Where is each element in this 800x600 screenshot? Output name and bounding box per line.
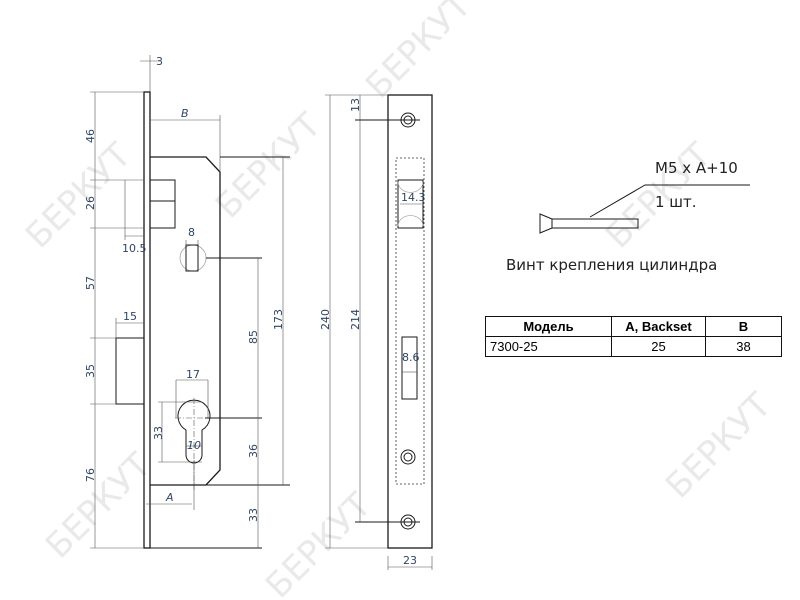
dim-latch-projection: 10.5 — [122, 242, 147, 255]
dim-bolt-to-bottom: 76 — [84, 468, 97, 482]
watermark-logo: БЕРКУТ — [358, 0, 479, 106]
dim-cylinder-slot: 10 — [187, 439, 201, 452]
watermark-logo: БЕРКУТ — [658, 385, 779, 506]
header-b: B — [705, 316, 782, 337]
header-backset: A, Backset — [611, 316, 706, 337]
dim-cylinder-width: 17 — [186, 368, 200, 381]
dim-width: 23 — [403, 554, 417, 567]
dim-backset-b: B — [181, 107, 189, 120]
dim-latch-to-bolt: 57 — [84, 276, 97, 290]
table-row: 7300-25 25 38 — [485, 336, 782, 357]
dim-total-height: 240 — [319, 309, 332, 330]
latch-window — [397, 179, 424, 229]
dim-backset-a: A — [165, 491, 174, 504]
dim-body-height: 173 — [272, 309, 285, 330]
watermarks: БЕРКУТ БЕРКУТ БЕРКУТ БЕРКУТ БЕРКУТ БЕРКУ… — [18, 0, 779, 600]
dim-bolt-window: 8.6 — [402, 351, 420, 364]
dim-bolt-projection: 15 — [123, 310, 137, 323]
dim-cylinder-to-body: 36 — [247, 444, 260, 458]
dim-top-offset: 13 — [349, 98, 362, 112]
dim-latch-height: 26 — [84, 196, 97, 210]
screw-head — [539, 213, 553, 234]
spindle-hole — [179, 244, 207, 272]
lock-dimension-labels: 3 46 26 10.5 57 15 35 76 B A 8 17 33 10 … — [84, 55, 285, 522]
dim-screw-spacing: 214 — [349, 309, 362, 330]
table-header: Модель A, Backset B — [485, 316, 782, 337]
lock-body-view — [90, 55, 290, 549]
dim-cylinder-height: 33 — [152, 426, 165, 440]
screw-hole-icon — [400, 449, 416, 465]
strike-plate — [387, 94, 433, 549]
cylinder-screw: M5 x A+10 1 шт. Винт крепления цилиндра — [506, 159, 750, 274]
deadbolt — [115, 337, 145, 405]
dim-top-to-latch: 46 — [84, 129, 97, 143]
screw-caption: Винт крепления цилиндра — [506, 256, 717, 274]
dim-latch-window: 14.3 — [401, 191, 426, 204]
watermark-logo: БЕРКУТ — [18, 135, 139, 256]
leader-line — [589, 184, 750, 218]
screw-shaft — [551, 218, 639, 229]
faceplate — [143, 91, 151, 549]
cylinder-cutout — [177, 399, 211, 464]
case-outline-dashed — [395, 157, 425, 485]
dim-spindle: 8 — [188, 226, 195, 239]
header-model: Модель — [485, 316, 612, 337]
cell-backset: 25 — [611, 336, 706, 357]
dim-bolt-height: 35 — [84, 364, 97, 378]
cell-model: 7300-25 — [485, 336, 612, 357]
dim-faceplate-thickness: 3 — [156, 55, 163, 68]
cell-b: 38 — [705, 336, 782, 357]
strike-plate-view: 240 214 13 14.3 8.6 23 — [319, 94, 433, 570]
dim-center-distance: 85 — [247, 330, 260, 344]
watermark-logo: БЕРКУТ — [258, 485, 379, 600]
model-table: Модель A, Backset B 7300-25 25 38 — [485, 316, 782, 357]
watermark-logo: БЕРКУТ — [208, 105, 329, 226]
latch-bolt — [149, 179, 176, 229]
bolt-window — [401, 336, 418, 400]
spindle-square — [185, 244, 199, 272]
screw-spec: M5 x A+10 — [655, 159, 738, 177]
screw-quantity: 1 шт. — [655, 193, 697, 211]
dim-body-to-bottom: 33 — [247, 508, 260, 522]
